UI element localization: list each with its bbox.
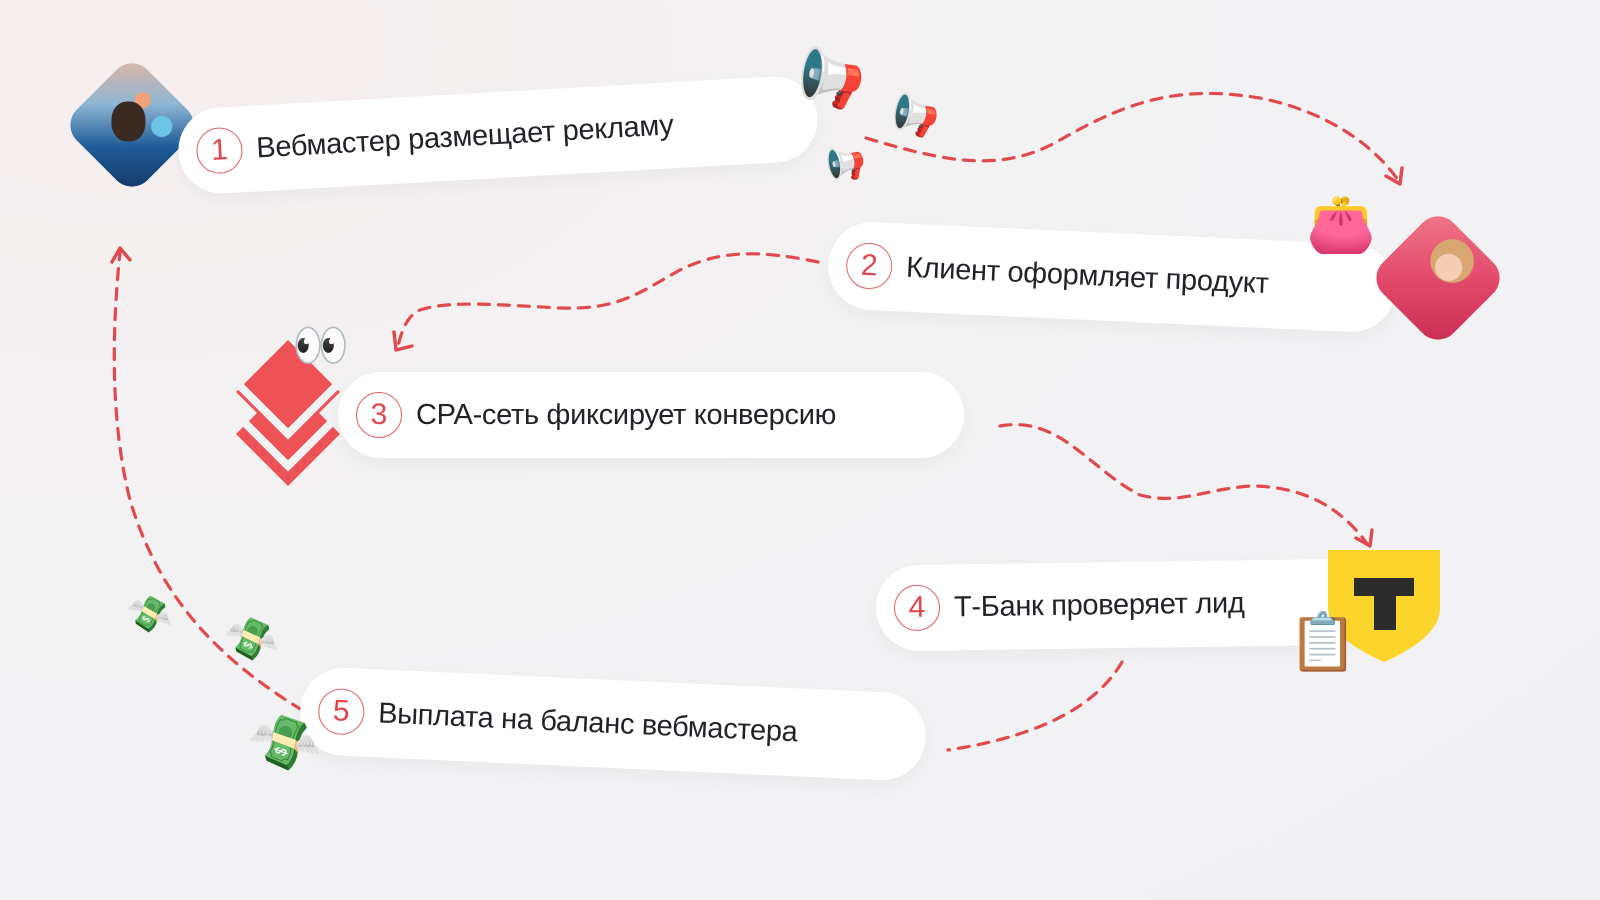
connector-4-5 (946, 660, 1124, 752)
money-with-wings-icon: 💸 (123, 591, 175, 639)
step-5-label: Выплата на баланс вебмастера (377, 696, 799, 748)
arrowhead-3-4 (1354, 528, 1374, 548)
step-1-number: 1 (195, 126, 244, 175)
step-4-number: 4 (893, 584, 941, 632)
step-2-number: 2 (845, 241, 894, 290)
step-5-card: 5 Выплата на баланс вебмастера (298, 665, 928, 783)
tbank-logo (1328, 550, 1440, 662)
arrowhead-2-3 (392, 330, 414, 352)
step-3-card: 3 CPA-сеть фиксирует конверсию (338, 372, 964, 458)
connector-2-3 (396, 252, 820, 348)
money-with-wings-icon: 💸 (219, 610, 282, 670)
webmaster-photo (61, 54, 203, 196)
client-photo (1367, 207, 1509, 349)
eyes-icon: 👀 (292, 319, 350, 371)
connector-1-2 (864, 91, 1400, 182)
step-3-number: 3 (356, 392, 402, 438)
purse-icon: 👛 (1306, 192, 1376, 255)
megaphone-icon: 📢 (794, 44, 870, 114)
step-1-label: Вебмастер размещает рекламу (255, 108, 675, 164)
step-3-label: CPA-сеть фиксирует конверсию (416, 398, 837, 431)
step-4-label: Т-Банк проверяет лид (953, 586, 1245, 623)
clipboard-icon: 📋 (1288, 610, 1358, 673)
connector-3-4 (998, 423, 1370, 547)
step-5-number: 5 (317, 687, 366, 736)
step-1-card: 1 Вебмастер размещает рекламу (176, 74, 820, 196)
cpa-network-logo (236, 340, 340, 486)
arrowhead-1-2 (1384, 166, 1404, 186)
megaphone-icon: 📢 (823, 142, 869, 186)
arrowhead-5-1 (110, 246, 132, 264)
megaphone-icon: 📢 (888, 92, 943, 142)
step-2-label: Клиент оформляет продукт (905, 251, 1270, 300)
